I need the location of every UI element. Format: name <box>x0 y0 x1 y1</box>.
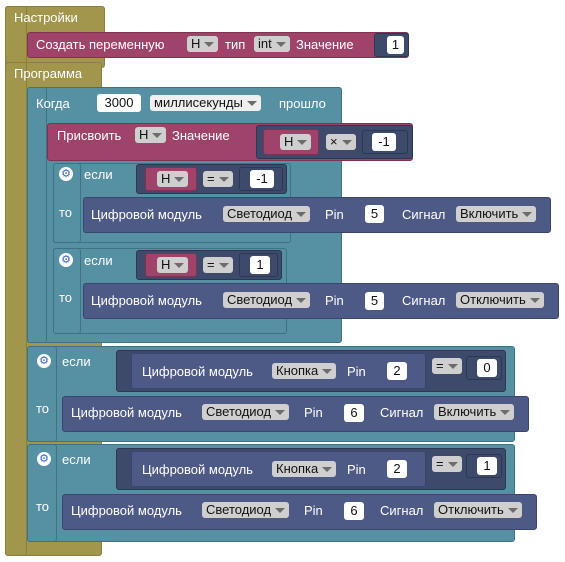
variable-name-dropdown[interactable]: H <box>187 36 219 52</box>
outer-if-2-pin-field[interactable]: 6 <box>344 502 364 520</box>
gear-icon[interactable]: ⚙ <box>59 253 73 267</box>
outer-if-1-pin-field[interactable]: 6 <box>344 404 364 422</box>
outer-if-1-signal-dropdown[interactable]: Включить <box>434 404 515 420</box>
outer-if-2-signal-label: Сигнал <box>380 503 424 518</box>
assign-value-label: Значение <box>172 128 230 143</box>
inner-if-1-then-label: то <box>59 205 73 220</box>
outer-if-1-signal-label: Сигнал <box>380 405 424 420</box>
outer-if-1-value-field[interactable]: 0 <box>477 359 497 377</box>
program-spine <box>5 62 27 556</box>
outer-if-2-action-label: Цифровой модуль <box>71 503 182 518</box>
outer-if-1-condition-pin-field[interactable]: 2 <box>387 362 407 380</box>
inner-if-1-label: если <box>84 167 113 182</box>
outer-if-2-condition-device-dropdown[interactable]: Кнопка <box>272 461 337 477</box>
value-label: Значение <box>296 37 354 52</box>
inner-if-2-action-label: Цифровой модуль <box>91 293 202 308</box>
inner-if-1-value-field[interactable]: -1 <box>250 170 274 188</box>
timer-interval-field[interactable]: 3000 <box>97 94 141 112</box>
outer-if-2-value-field[interactable]: 1 <box>477 457 497 475</box>
gear-icon[interactable]: ⚙ <box>59 167 73 181</box>
type-label: тип <box>225 37 246 52</box>
gear-icon[interactable]: ⚙ <box>37 354 51 368</box>
inner-if-1-pin-label: Pin <box>325 207 344 222</box>
inner-if-2-operator-dropdown[interactable]: = <box>203 257 233 273</box>
math-operand-field[interactable]: -1 <box>372 133 396 151</box>
inner-if-1-action-label: Цифровой модуль <box>91 207 202 222</box>
outer-if-1-condition-label: Цифровой модуль <box>142 364 253 379</box>
timer-unit-dropdown[interactable]: миллисекунды <box>150 95 261 111</box>
outer-if-2-signal-dropdown[interactable]: Отключить <box>434 502 522 518</box>
inner-if-1-signal-label: Сигнал <box>402 207 446 222</box>
inner-if-2-pin-field[interactable]: 5 <box>365 292 384 310</box>
assign-variable-dropdown[interactable]: H <box>135 127 167 143</box>
assign-label: Присвоить <box>57 128 122 143</box>
inner-if-2-value-field[interactable]: 1 <box>250 256 270 274</box>
inner-if-1-operator-dropdown[interactable]: = <box>203 171 233 187</box>
outer-if-1-label: если <box>62 354 91 369</box>
outer-if-1-device-dropdown[interactable]: Светодиод <box>202 404 290 420</box>
timer-elapsed-label: прошло <box>279 96 326 111</box>
inner-if-1-device-dropdown[interactable]: Светодиод <box>223 206 311 222</box>
outer-if-1-condition-pin-label: Pin <box>347 364 366 379</box>
outer-if-1-action-label: Цифровой модуль <box>71 405 182 420</box>
outer-if-1-condition-device-dropdown[interactable]: Кнопка <box>272 363 337 379</box>
math-operator-dropdown[interactable]: × <box>326 134 356 150</box>
outer-if-1-pin-label: Pin <box>304 405 323 420</box>
inner-if-2-variable-dropdown[interactable]: H <box>157 257 189 273</box>
outer-if-2-label: если <box>62 452 91 467</box>
inner-if-2-device-dropdown[interactable]: Светодиод <box>223 292 311 308</box>
outer-if-2-device-dropdown[interactable]: Светодиод <box>202 502 290 518</box>
timer-spine <box>27 87 47 343</box>
timer-when-label: Когда <box>36 96 70 111</box>
inner-if-1-signal-dropdown[interactable]: Включить <box>456 206 537 222</box>
initial-value-field[interactable]: 1 <box>387 36 404 54</box>
gear-icon[interactable]: ⚙ <box>37 452 51 466</box>
settings-title: Настройки <box>14 10 78 25</box>
inner-if-1-variable-dropdown[interactable]: H <box>157 171 189 187</box>
outer-if-2-operator-dropdown[interactable]: = <box>432 456 462 472</box>
outer-if-2-then-label: то <box>36 499 50 514</box>
inner-if-2-pin-label: Pin <box>325 293 344 308</box>
create-variable-label: Создать переменную <box>36 37 165 52</box>
outer-if-2-condition-pin-field[interactable]: 2 <box>387 460 407 478</box>
program-title: Программа <box>14 66 83 81</box>
inner-if-2-signal-label: Сигнал <box>402 293 446 308</box>
math-variable-dropdown[interactable]: H <box>280 134 312 150</box>
outer-if-1-then-label: то <box>36 401 50 416</box>
outer-if-2-condition-pin-label: Pin <box>347 462 366 477</box>
inner-if-2-label: если <box>84 253 113 268</box>
outer-if-2-condition-label: Цифровой модуль <box>142 462 253 477</box>
outer-if-2-pin-label: Pin <box>304 503 323 518</box>
inner-if-2-then-label: то <box>59 290 73 305</box>
type-dropdown[interactable]: int <box>254 36 290 52</box>
outer-if-1-operator-dropdown[interactable]: = <box>432 358 462 374</box>
inner-if-1-pin-field[interactable]: 5 <box>365 205 384 223</box>
inner-if-2-signal-dropdown[interactable]: Отключить <box>456 292 544 308</box>
